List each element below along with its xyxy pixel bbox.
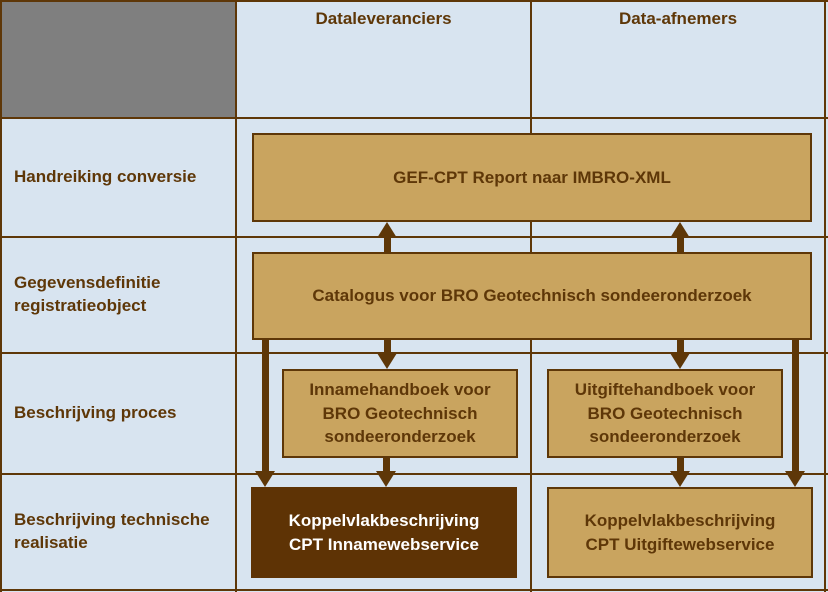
corner-cell bbox=[0, 0, 237, 118]
row-label-beschrijving-technische-realisatie: Beschrijving technische realisatie bbox=[14, 510, 210, 552]
box-uitgiftehandboek: Uitgiftehandboek voor BRO Geotechnisch s… bbox=[547, 369, 783, 458]
arrow-head-up-icon bbox=[670, 222, 690, 238]
box-koppelvlakbeschrijving-cpt-uitgiftewebservice: Koppelvlakbeschrijving CPT Uitgiftewebse… bbox=[547, 487, 813, 578]
arrow-stem bbox=[677, 458, 684, 471]
grid-line-row2 bbox=[0, 236, 828, 238]
box-koppelvlakbeschrijving-cpt-innamewebservice: Koppelvlakbeschrijving CPT Innamewebserv… bbox=[251, 487, 517, 578]
box-catalogus-bro-geotechnisch-sondeeronderzoek: Catalogus voor BRO Geotechnisch sondeero… bbox=[252, 252, 812, 340]
row-label-handreiking-conversie: Handreiking conversie bbox=[14, 166, 197, 186]
grid-line-row1 bbox=[0, 117, 828, 119]
arrow-head-down-icon bbox=[377, 353, 397, 369]
arrow-stem bbox=[383, 458, 390, 471]
arrow-head-down-icon bbox=[376, 471, 396, 487]
arrow-head-down-icon bbox=[670, 353, 690, 369]
column-header-dataleveranciers: Dataleveranciers bbox=[315, 9, 452, 28]
grid-line-left bbox=[0, 0, 2, 592]
box-innamehandboek: Innamehandboek voor BRO Geotechnisch son… bbox=[282, 369, 518, 458]
grid-line-right bbox=[824, 0, 826, 592]
arrow-head-down-icon bbox=[670, 471, 690, 487]
grid-line-bottom bbox=[0, 589, 828, 591]
grid-line-row4 bbox=[0, 473, 828, 475]
row-label-beschrijving-proces: Beschrijving proces bbox=[14, 403, 177, 423]
arrow-head-up-icon bbox=[377, 222, 397, 238]
arrow-stem bbox=[792, 340, 799, 471]
grid-line-row3 bbox=[0, 352, 828, 354]
arrow-head-down-icon bbox=[785, 471, 805, 487]
arrow-head-down-icon bbox=[255, 471, 275, 487]
arrow-stem bbox=[677, 238, 684, 252]
box-gef-cpt-report-naar-imbro-xml: GEF-CPT Report naar IMBRO-XML bbox=[252, 133, 812, 222]
arrow-stem bbox=[262, 340, 269, 471]
arrow-stem bbox=[677, 340, 684, 353]
grid-line-top bbox=[0, 0, 828, 2]
arrow-stem bbox=[384, 340, 391, 353]
column-header-data-afnemers: Data-afnemers bbox=[618, 9, 738, 28]
row-label-gegevensdefinitie-registratieobject: Gegevensdefinitie registratieobject bbox=[14, 273, 161, 315]
arrow-stem bbox=[384, 238, 391, 252]
grid-line-col1 bbox=[235, 0, 237, 592]
